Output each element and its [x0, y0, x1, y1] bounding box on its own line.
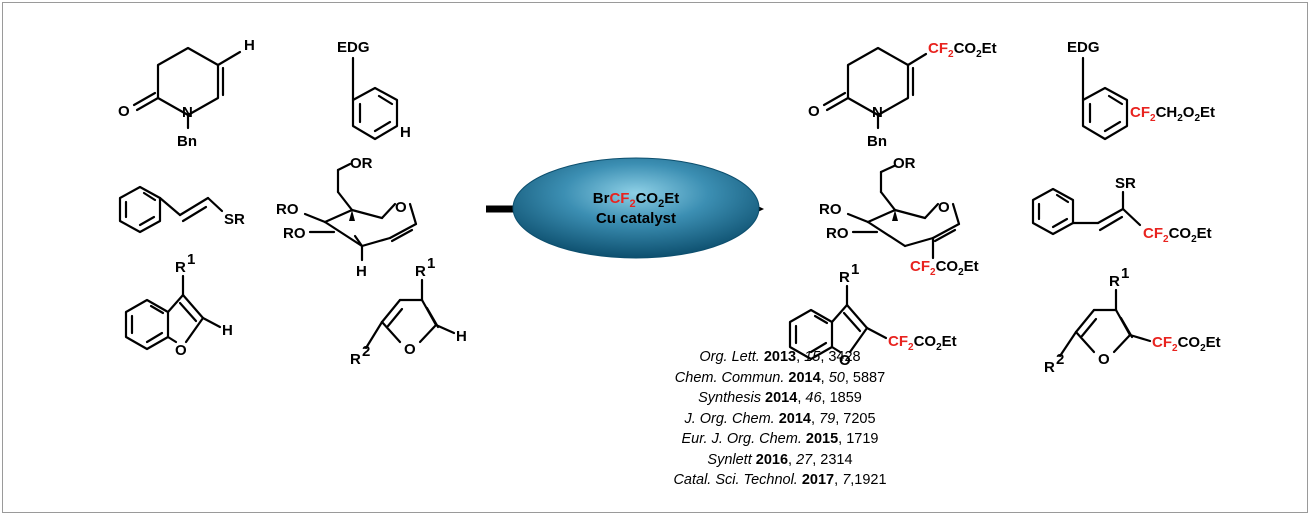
reactant-furan: R 1 H O R 2 — [350, 255, 467, 368]
atom-RO: RO — [826, 225, 849, 242]
reference-list: Org. Lett. 2013, 15, 3428 Chem. Commun. … — [590, 347, 970, 491]
reactant-styryl-sulfide: SR — [118, 185, 245, 234]
reference-item: Catal. Sci. Technol. 2017, 7,1921 — [673, 472, 887, 488]
reference-item: Eur. J. Org. Chem. 2015, 1719 — [681, 431, 879, 447]
reagent-line-1: BrCF2CO2Et — [593, 190, 679, 210]
superscript-1: 1 — [851, 261, 859, 278]
superscript-1: 1 — [187, 251, 195, 268]
reference-item: Synthesis 2014, 46, 1859 — [698, 390, 862, 406]
atom-O: O — [395, 199, 407, 216]
atom-O: O — [404, 341, 416, 358]
product-furan: R 1 O R 2 CF2CO2Et — [1044, 265, 1221, 376]
cf2co2et-group: CF2CO2Et — [1152, 334, 1221, 354]
reactant-benzofuran: R 1 H O — [124, 251, 233, 359]
atom-R: R — [415, 263, 426, 280]
atom-RO: RO — [276, 201, 299, 218]
product-styryl-sulfide: SR CF2CO2Et — [1031, 175, 1212, 245]
atom-R: R — [1044, 359, 1055, 376]
cf2co2et-group: CF2CO2Et — [910, 258, 979, 278]
reference-item: J. Org. Chem. 2014, 79, 7205 — [684, 410, 876, 427]
atom-R: R — [350, 351, 361, 368]
product-dihydropyridinone: O N Bn CF2CO2Et — [808, 40, 997, 150]
atom-R: R — [839, 269, 850, 286]
cf2ch2o2et-group: CF2CH2O2Et — [1130, 104, 1215, 124]
superscript-1: 1 — [427, 255, 435, 272]
atom-N: N — [182, 104, 193, 121]
cf2co2et-group: CF2CO2Et — [888, 333, 957, 353]
superscript-1: 1 — [1121, 265, 1129, 282]
atom-SR: SR — [224, 211, 245, 228]
atom-R: R — [175, 259, 186, 276]
atom-SR: SR — [1115, 175, 1136, 192]
product-glucal: OR O RO RO CF2CO2Et — [819, 155, 979, 278]
atom-O: O — [1098, 351, 1110, 368]
atom-O: O — [839, 352, 851, 369]
cf2co2et-group: CF2CO2Et — [928, 40, 997, 60]
atom-EDG: EDG — [337, 39, 370, 56]
superscript-2: 2 — [362, 343, 370, 360]
atom-Bn: Bn — [867, 133, 887, 150]
atom-EDG: EDG — [1067, 39, 1100, 56]
product-benzofuran: R 1 O CF2CO2Et — [788, 261, 957, 369]
atom-R: R — [1109, 273, 1120, 290]
atom-O: O — [175, 342, 187, 359]
atom-O: O — [938, 199, 950, 216]
reagent-ellipse — [512, 157, 760, 259]
atom-H: H — [222, 322, 233, 339]
superscript-2: 2 — [1056, 351, 1064, 368]
reference-item: Org. Lett. 2013, 15, 3428 — [699, 349, 861, 365]
product-edg-arene: EDG CF2CH2O2Et — [1067, 39, 1215, 141]
cf2co2et-group: CF2CO2Et — [1143, 225, 1212, 245]
atom-O: O — [808, 103, 820, 120]
atom-H: H — [244, 37, 255, 54]
atom-N: N — [872, 104, 883, 121]
reactant-glucal: OR O RO RO H — [276, 155, 418, 280]
atom-Bn: Bn — [177, 133, 197, 150]
reactant-edg-arene: EDG H — [337, 39, 411, 141]
atom-H: H — [400, 124, 411, 141]
atom-OR: OR — [893, 155, 916, 172]
atom-RO: RO — [283, 225, 306, 242]
reagent-line-2: Cu catalyst — [596, 210, 676, 227]
atom-H: H — [456, 328, 467, 345]
reactant-dihydropyridinone: H O N Bn — [118, 37, 255, 150]
atom-OR: OR — [350, 155, 373, 172]
reference-item: Synlett 2016, 27, 2314 — [707, 451, 853, 468]
atom-RO: RO — [819, 201, 842, 218]
atom-O: O — [118, 103, 130, 120]
atom-H: H — [356, 263, 367, 280]
reference-item: Chem. Commun. 2014, 50, 5887 — [674, 369, 886, 386]
